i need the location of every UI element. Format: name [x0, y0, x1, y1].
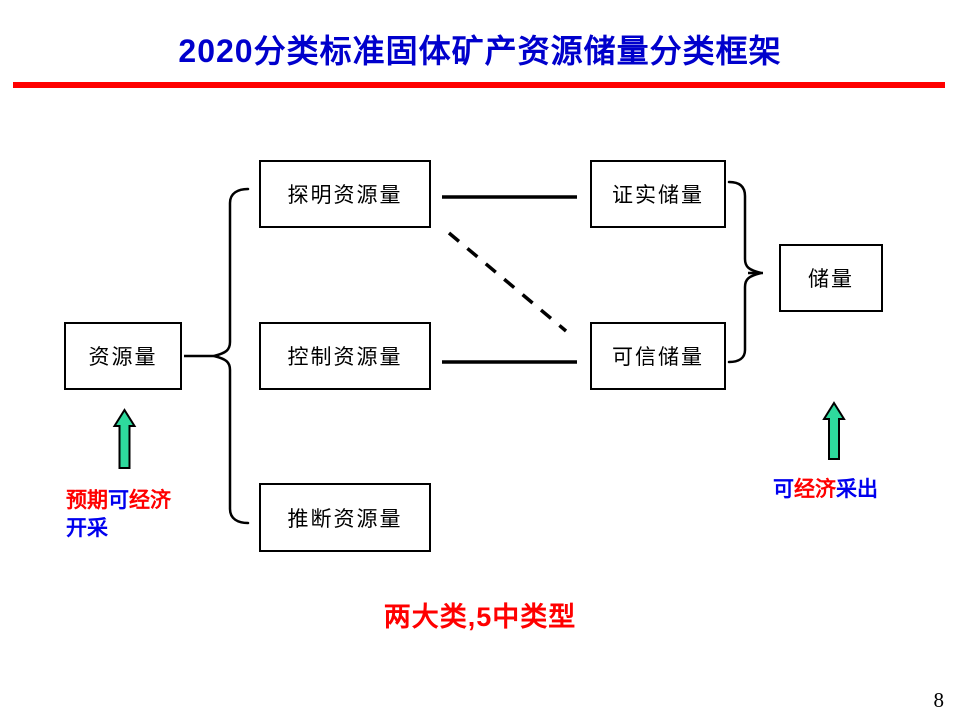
measured-probable-dashed-line [447, 231, 568, 333]
right-note-seg3: 采出 [836, 478, 878, 501]
left-curly-brace [213, 187, 250, 525]
right-note-seg2: 经济 [794, 478, 836, 501]
left-up-arrow-icon [112, 408, 137, 469]
right-up-arrow-icon [822, 401, 846, 460]
left-note: 预期可经济 开采 [66, 487, 171, 543]
box-probable-reserves: 可信储量 [590, 322, 726, 390]
left-note-line2: 开采 [66, 515, 171, 543]
box-indicated-resources: 控制资源量 [259, 322, 431, 390]
page-number: 8 [933, 688, 945, 712]
box-proved-reserves: 证实储量 [590, 160, 726, 228]
box-measured-resources: 探明资源量 [259, 160, 431, 228]
right-note-seg1: 可 [773, 478, 794, 501]
box-resources: 资源量 [64, 322, 182, 390]
left-note-seg3: 经济 [129, 489, 171, 512]
left-note-seg1: 预期 [66, 489, 108, 512]
title-underline-rule [13, 82, 945, 88]
left-note-seg2: 可 [108, 489, 129, 512]
bottom-caption: 两大类,5中类型 [383, 602, 577, 632]
right-note: 可经济采出 [773, 476, 878, 504]
box-reserves: 储量 [779, 244, 883, 312]
slide-title: 2020分类标准固体矿产资源储量分类框架 [178, 33, 782, 69]
box-inferred-resources: 推断资源量 [259, 483, 431, 552]
left-note-seg4: 开采 [66, 517, 108, 540]
left-note-line1: 预期可经济 [66, 487, 171, 515]
